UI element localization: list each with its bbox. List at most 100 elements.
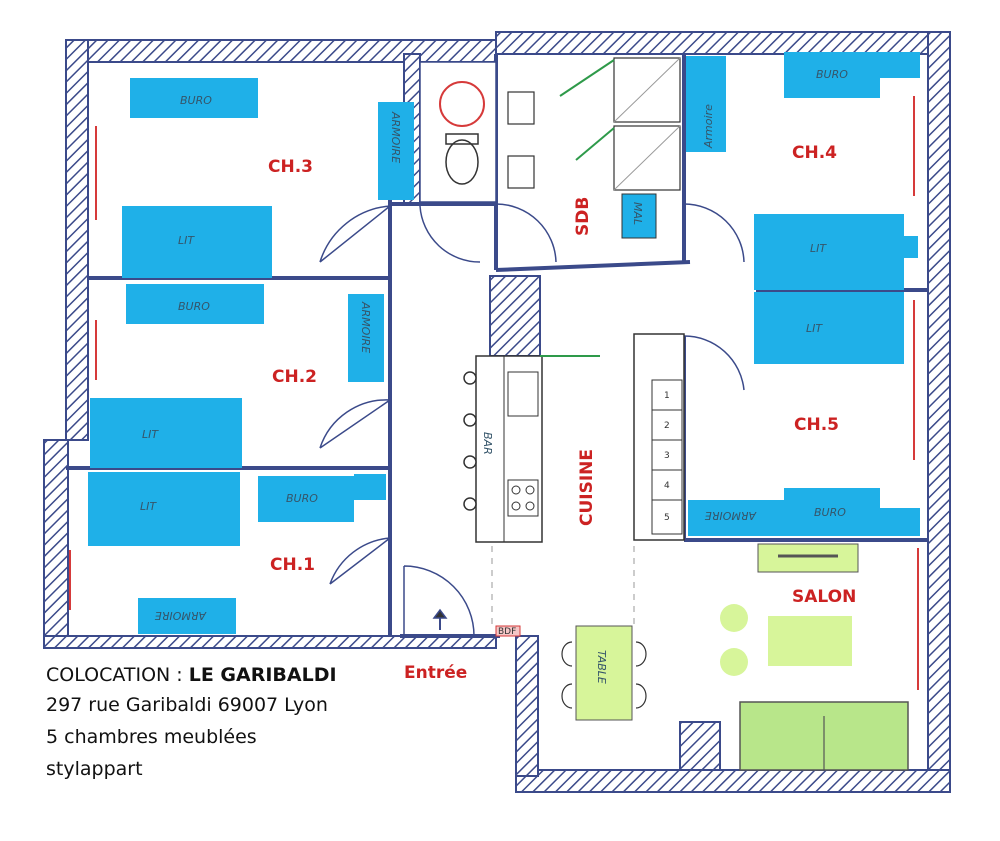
entree-arrow-head	[432, 608, 448, 619]
kitchen-hob	[507, 479, 539, 517]
salon-furniture: TABLE	[561, 543, 909, 771]
ch5-desk-ext	[880, 508, 920, 536]
info-address: 297 rue Garibaldi 69007 Lyon	[46, 694, 328, 716]
info-title: COLOCATION : LE GARIBALDI	[46, 664, 337, 686]
ch1-wardrobe-label: ARMOIRE	[155, 609, 207, 622]
hob-burner-3	[511, 501, 521, 511]
ch5-bed	[754, 292, 904, 364]
sdb-laundry-label: MAL	[631, 202, 644, 225]
sdb-green-line-1	[559, 59, 615, 97]
wall-kitchen-stub	[489, 275, 541, 357]
ch4-bed-label: LIT	[810, 242, 827, 255]
exterior-walls	[43, 31, 951, 793]
ch4-wardrobe-label: Armoire	[702, 104, 715, 149]
door-toilet	[419, 205, 481, 263]
label-ch5: CH.5	[794, 415, 839, 435]
doors	[319, 203, 745, 637]
toilet-bowl-icon	[445, 139, 479, 185]
wall-top-right	[495, 31, 951, 55]
ch2-wardrobe	[348, 294, 384, 382]
ch3-bed	[122, 206, 272, 278]
bar-stool-3	[463, 455, 477, 469]
sdb-shower-1	[613, 57, 681, 123]
ch4-furniture: BURO Armoire LIT	[686, 52, 920, 290]
ch3-wardrobe-label: ARMOIRE	[389, 111, 402, 163]
ch4-desk-ext	[880, 52, 920, 78]
bar-edge	[475, 355, 505, 543]
label-ch4: CH.4	[792, 143, 837, 163]
door-ch5	[683, 335, 745, 391]
ch2-furniture: BURO ARMOIRE LIT	[90, 284, 384, 468]
label-ch2: CH.2	[272, 367, 317, 387]
dining-chair-3	[635, 641, 647, 667]
door-ch1	[329, 537, 391, 585]
bar-stool-2	[463, 413, 477, 427]
kitchen: BAR BDF	[463, 355, 635, 637]
ch2-bed	[90, 398, 242, 468]
info-agency: stylappart	[46, 758, 143, 780]
ch5-desk-label: BURO	[814, 506, 846, 519]
sdb-green-line-2	[575, 127, 615, 161]
ch4-desk	[784, 52, 880, 98]
wall-left-lower	[43, 439, 69, 649]
hob-burner-1	[511, 485, 521, 495]
wall-entry-notch	[515, 635, 539, 777]
ch3-wardrobe	[378, 102, 414, 200]
sdb-sink-1	[507, 91, 535, 125]
staircase-inner	[651, 379, 683, 535]
sdb-sink-2	[507, 155, 535, 189]
toilet-basin-top	[439, 81, 485, 127]
label-ch3: CH.3	[268, 157, 313, 177]
wall-column	[679, 721, 721, 771]
ch5-desk	[784, 488, 880, 536]
salon-coffee-table	[768, 616, 852, 666]
ch2-desk-label: BURO	[178, 300, 210, 313]
bar-label: BAR	[481, 432, 494, 455]
door-entree	[403, 565, 475, 637]
sdb-shower-2-diag	[613, 125, 681, 191]
sdb-shower-1-diag	[613, 57, 681, 123]
room-labels: CH.3 CH.2 CH.1 CH.4 CH.5 SDB CUISINE SAL…	[268, 143, 856, 683]
ch2-bed-label: LIT	[142, 428, 159, 441]
label-entree: Entrée	[404, 663, 467, 683]
sdb-laundry	[621, 193, 657, 239]
toilet-room	[419, 61, 497, 203]
kitchen-sink	[507, 371, 539, 417]
door-sdb	[495, 203, 557, 263]
ch1-wardrobe	[138, 598, 236, 634]
ch4-desk-label: BURO	[816, 68, 848, 81]
door-ch2	[319, 399, 391, 449]
label-cuisine: CUISINE	[577, 449, 597, 526]
stair-num-5: 5	[664, 513, 670, 523]
wall-bottom-left	[43, 635, 497, 649]
ch3-bed-label: LIT	[178, 234, 195, 247]
info-title-name: LE GARIBALDI	[188, 664, 337, 686]
dining-table-label: TABLE	[595, 650, 608, 684]
ch1-furniture: LIT BURO ARMOIRE	[88, 472, 386, 634]
ch1-bed	[88, 472, 240, 546]
label-salon: SALON	[792, 587, 856, 607]
toilet	[419, 61, 497, 203]
bar-counter	[475, 355, 543, 543]
stair-num-1: 1	[664, 391, 670, 401]
sdb-fixtures: MAL	[507, 57, 681, 239]
door-ch4	[683, 203, 745, 263]
bdf-box	[495, 625, 521, 637]
sdb-shower-2	[613, 125, 681, 191]
ch5-bed-label: LIT	[806, 322, 823, 335]
ch4-wardrobe	[686, 56, 726, 152]
info-rooms-count: 5 chambres meublées	[46, 726, 257, 748]
salon-pouf-2	[720, 648, 748, 676]
info-title-prefix: COLOCATION :	[46, 664, 189, 686]
label-ch1: CH.1	[270, 555, 315, 575]
hob-burner-2	[525, 485, 535, 495]
salon-tv-unit	[757, 543, 859, 573]
ch1-desk-label: BURO	[286, 492, 318, 505]
wall-left-upper	[65, 39, 89, 441]
bdf-label: BDF	[498, 627, 516, 637]
ch5-furniture: LIT ARMOIRE BURO	[688, 292, 920, 536]
wall-right	[927, 31, 951, 793]
staircase-frame	[633, 333, 685, 541]
windows	[69, 96, 919, 690]
